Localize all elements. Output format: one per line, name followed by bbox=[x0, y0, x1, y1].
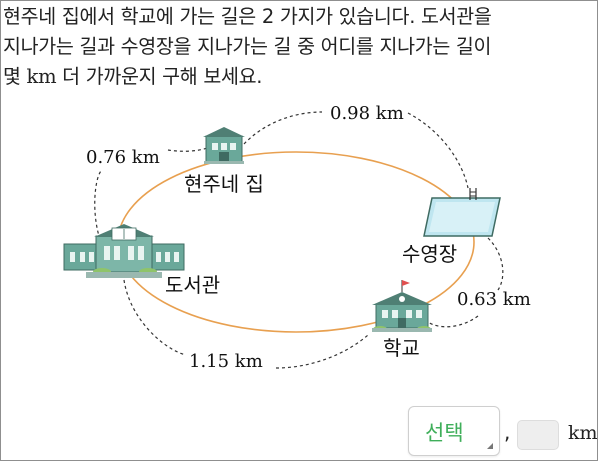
arc-library-school-left bbox=[123, 279, 187, 356]
house-icon bbox=[203, 127, 245, 164]
distance-library-school: 1.15 km bbox=[189, 351, 263, 372]
answer-distance-input[interactable] bbox=[517, 420, 559, 450]
distance-home-pool: 0.98 km bbox=[330, 103, 404, 124]
distance-home-library: 0.76 km bbox=[86, 147, 160, 168]
question-line-1: 현주네 집에서 학교에 가는 길은 2 가지가 있습니다. 도서관을 bbox=[3, 5, 492, 28]
question-line-3-start: 몇 bbox=[3, 65, 27, 88]
question-text: 현주네 집에서 학교에 가는 길은 2 가지가 있습니다. 도서관을 지나가는 … bbox=[3, 2, 595, 92]
label-school: 학교 bbox=[383, 336, 420, 360]
pool-icon bbox=[423, 188, 501, 237]
arc-pool-school-bottom bbox=[427, 315, 479, 328]
arc-home-pool-left bbox=[243, 111, 323, 145]
question-line-3: 몇 km 더 가까운지 구해 보세요. bbox=[3, 62, 595, 92]
dropdown-corner-icon bbox=[487, 443, 493, 449]
arc-home-library bbox=[94, 169, 103, 246]
distance-pool-school: 0.63 km bbox=[457, 289, 531, 310]
answer-separator: , bbox=[504, 420, 511, 444]
arc-pool-school-top bbox=[487, 237, 504, 291]
select-label: 선택 bbox=[425, 421, 464, 445]
question-line-2: 지나가는 길과 수영장을 지나가는 길 중 어디를 지나가는 길이 bbox=[3, 35, 492, 58]
question-line-3-end: 더 가까운지 구해 보세요. bbox=[56, 65, 263, 88]
answer-unit: km bbox=[568, 422, 598, 444]
school-icon bbox=[372, 280, 432, 332]
arc-home-library-top bbox=[167, 146, 211, 152]
label-home: 현주네 집 bbox=[184, 172, 264, 196]
question-unit: km bbox=[26, 65, 57, 88]
label-pool: 수영장 bbox=[402, 242, 457, 266]
arc-library-school-right bbox=[275, 334, 369, 369]
label-library: 도서관 bbox=[165, 273, 220, 297]
library-icon bbox=[63, 224, 185, 278]
answer-route-select[interactable]: 선택 bbox=[408, 406, 500, 456]
